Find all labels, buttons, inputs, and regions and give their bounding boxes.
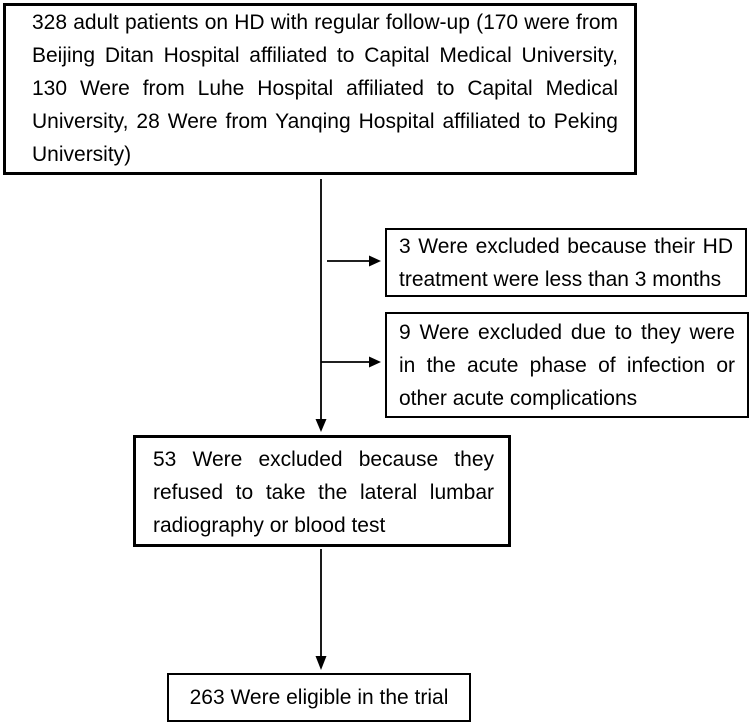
- arrow-refused-to-eligible: [315, 549, 327, 670]
- flow-box-enrollment: 328 adult patients on HD with regular fo…: [3, 3, 637, 175]
- box-text-line: University, 28 Were from Yanqing Hospita…: [32, 110, 618, 133]
- box-text-line: 53 Were excluded because they: [153, 448, 494, 471]
- box-text-line: 130 Were from Luhe Hospital affiliated t…: [32, 77, 618, 100]
- box-text-line: 3 Were excluded because their HD: [399, 235, 733, 258]
- box-text-line: 9 Were excluded due to they were: [399, 321, 735, 344]
- box-text-line: 263 Were eligible in the trial: [189, 686, 449, 709]
- box-text-line: University): [32, 143, 132, 166]
- box-text-line: in the acute phase of infection or: [399, 354, 735, 377]
- box-text-line: refused to take the lateral lumbar: [153, 481, 494, 504]
- box-text-line: treatment were less than 3 months: [399, 268, 722, 291]
- arrow-enrollment-to-refused: [315, 179, 327, 432]
- box-text-line: other acute complications: [399, 387, 638, 410]
- box-text-line: Beijing Ditan Hospital affiliated to Cap…: [32, 44, 618, 67]
- box-text-line: radiography or blood test: [153, 514, 386, 537]
- flow-box-excluded-acute: 9 Were excluded due to they were in the …: [385, 312, 749, 418]
- box-text-line: 328 adult patients on HD with regular fo…: [32, 11, 618, 34]
- flow-box-eligible: 263 Were eligible in the trial: [167, 673, 471, 722]
- flow-box-excluded-refused: 53 Were excluded because they refused to…: [133, 435, 511, 547]
- flow-box-excluded-short-hd: 3 Were excluded because their HD treatme…: [385, 228, 747, 297]
- arrow-to-excluded-acute: [321, 356, 381, 368]
- arrow-to-excluded-short-hd: [327, 255, 381, 267]
